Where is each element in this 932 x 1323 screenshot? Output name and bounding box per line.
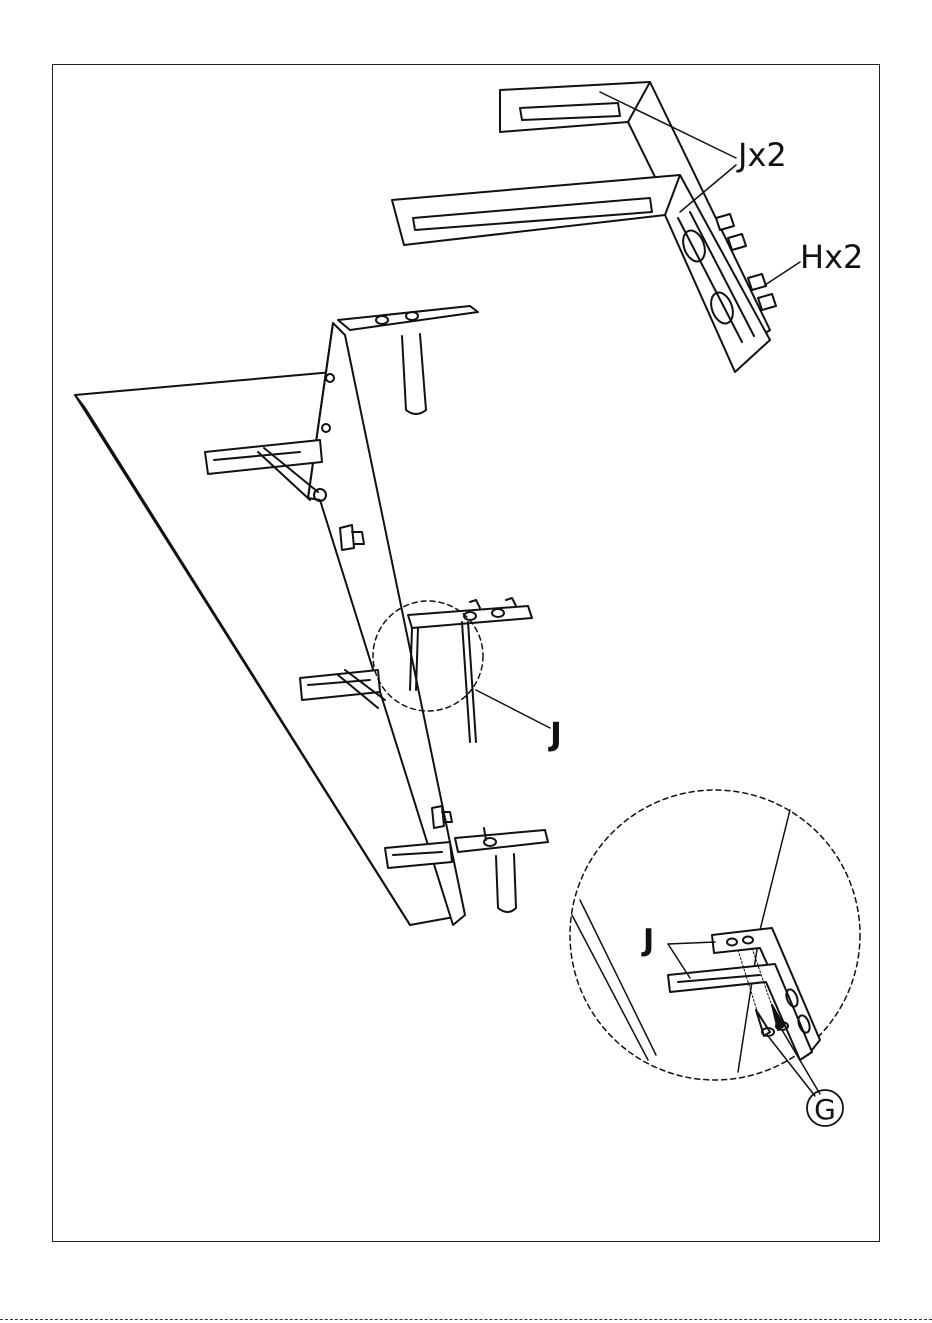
label-hx2: Hx2 [800,238,863,276]
shelf-board [75,323,465,925]
top-bracket-lower [392,175,770,372]
handle-lower [432,806,452,828]
leader-hx2 [765,262,800,285]
detail-view [570,790,860,1080]
label-detail-j: J [641,923,654,958]
leader-j [476,690,550,728]
label-g: G [814,1093,836,1126]
label-j-callout: J [548,715,562,753]
shelf-bottom-bracket [455,828,548,912]
label-jx2: Jx2 [736,136,787,174]
leader-detail-j-1 [668,942,715,944]
